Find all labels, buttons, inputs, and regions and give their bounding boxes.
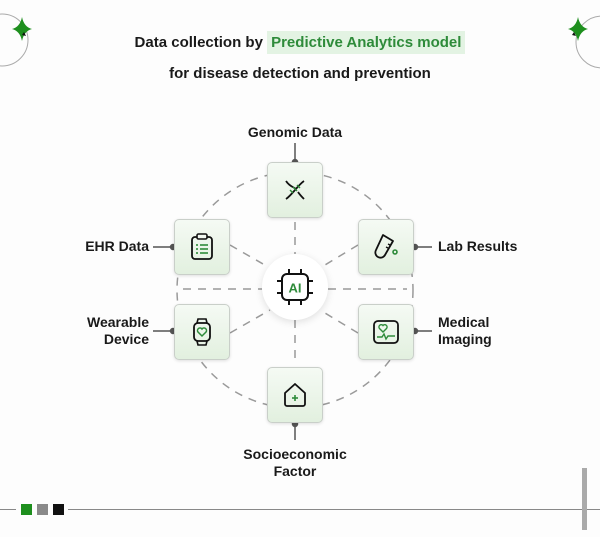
corner-decoration-right xyxy=(568,15,600,69)
clipboard-icon xyxy=(191,233,213,260)
title-prefix: Data collection by xyxy=(134,34,268,51)
label-lab-results: Lab Results xyxy=(438,238,518,254)
label-wearable-device: Wearable Device xyxy=(50,314,149,348)
spoke-top-left xyxy=(229,244,271,269)
footer-swatch-gray xyxy=(37,504,48,515)
sparkle-icon xyxy=(12,17,32,41)
spoke-bottom-right xyxy=(319,309,359,334)
label-line: Medical xyxy=(438,314,490,330)
node-lab-results xyxy=(358,219,414,275)
label-medical-imaging: Medical Imaging xyxy=(438,314,548,348)
sparkle-icon xyxy=(568,17,588,41)
label-socioeconomic-factor: Socioeconomic Factor xyxy=(220,446,370,480)
footer-swatch-green xyxy=(21,504,32,515)
node-ehr-data xyxy=(174,219,230,275)
label-ehr-data: EHR Data xyxy=(85,238,149,254)
spoke-bottom-left xyxy=(229,309,271,334)
footer-edge-marker xyxy=(582,468,587,530)
label-line: Device xyxy=(103,331,149,347)
spoke-top-right xyxy=(319,244,359,269)
heart-monitor-icon xyxy=(373,320,399,344)
label-genomic-data: Genomic Data xyxy=(247,124,343,140)
label-line: Socioeconomic xyxy=(243,446,347,462)
node-socioeconomic-factor xyxy=(267,367,323,423)
node-wearable-device xyxy=(174,304,230,360)
corner-decoration-left xyxy=(0,13,32,67)
page-title: Data collection by Predictive Analytics … xyxy=(0,31,600,54)
ai-hub: AI xyxy=(262,254,328,320)
node-genomic-data xyxy=(267,162,323,218)
label-line: Factor xyxy=(273,463,317,479)
footer-swatch-black xyxy=(53,504,64,515)
test-tube-icon xyxy=(374,234,398,259)
page-subtitle: for disease detection and prevention xyxy=(169,65,431,82)
label-line: Imaging xyxy=(438,331,492,347)
footer-rule xyxy=(68,509,600,510)
label-line: Wearable xyxy=(87,314,149,330)
house-plus-icon xyxy=(284,383,306,407)
node-medical-imaging xyxy=(358,304,414,360)
dna-icon xyxy=(285,180,305,200)
ai-chip-icon: AI xyxy=(277,269,313,305)
ai-label: AI xyxy=(289,281,302,296)
smartwatch-icon xyxy=(193,318,211,346)
footer-rule-left xyxy=(0,509,16,510)
title-highlight: Predictive Analytics model xyxy=(267,31,466,54)
